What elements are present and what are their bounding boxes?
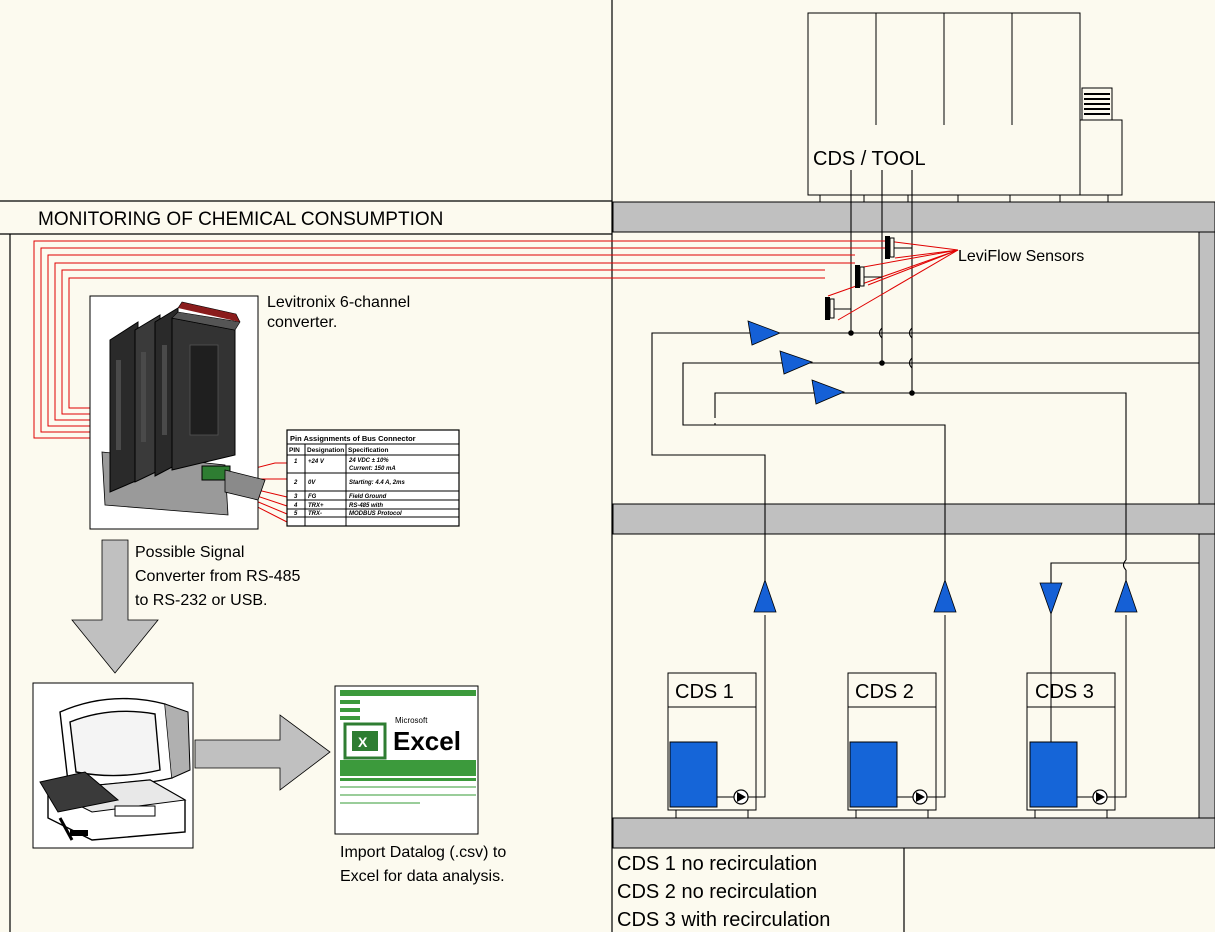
excel-name: Excel — [393, 726, 461, 756]
cds-3-label: CDS 3 — [1035, 681, 1094, 703]
signal-label-line3: to RS-232 or USB. — [135, 592, 268, 609]
excel-brand: Microsoft — [395, 716, 428, 725]
computer-workstation-icon — [32, 682, 194, 849]
pin-table-header: Designation — [307, 447, 344, 454]
piping — [651, 170, 1199, 585]
pin-table-header: Specification — [348, 447, 388, 454]
cds-unit-1 — [667, 615, 766, 818]
recirculation-legend: CDS 1 no recirculation CDS 2 no recircul… — [617, 853, 830, 931]
pin-table-cell: 2 — [293, 480, 298, 486]
pin-table-cell: FG — [308, 494, 317, 500]
flow-direction-arrow — [779, 350, 814, 375]
pin-table-title: Pin Assignments of Bus Connector — [290, 434, 416, 443]
converter-photo — [89, 295, 266, 530]
pin-table-cell: TRX+ — [308, 503, 324, 509]
import-label-line2: Excel for data analysis. — [340, 868, 505, 885]
diagram-title: MONITORING OF CHEMICAL CONSUMPTION — [38, 209, 443, 230]
flow-direction-arrow — [753, 578, 777, 613]
legend-item-1: CDS 1 no recirculation — [617, 853, 817, 875]
flow-sensor-icon — [855, 265, 882, 288]
flow-direction-arrow — [933, 578, 957, 613]
pin-table-cell: 1 — [294, 459, 298, 465]
pin-table-cell: 4 — [293, 503, 298, 509]
flow-direction-arrow — [811, 379, 846, 405]
legend-item-3: CDS 3 with recirculation — [617, 909, 830, 931]
pin-table-cell: 24 VDC ± 10% — [348, 458, 389, 464]
right-arrow — [194, 714, 331, 791]
pump-icon — [733, 789, 749, 805]
down-arrow — [71, 539, 159, 674]
pin-table-cell: TRX- — [308, 511, 322, 517]
pump-icon — [1092, 789, 1108, 805]
pump-icon — [912, 789, 928, 805]
pin-table-cell: 0V — [308, 480, 316, 486]
cds-1-label: CDS 1 — [675, 681, 734, 703]
pin-table-cell: +24 V — [308, 459, 325, 465]
converter-label-line2: converter. — [267, 314, 337, 331]
flow-sensor-icon — [885, 236, 912, 259]
pin-table-cell: Field Ground — [349, 494, 387, 500]
pin-table-cell: 3 — [294, 494, 298, 500]
signal-label-line1: Possible Signal — [135, 544, 244, 561]
pin-table-cell: Current: 150 mA — [349, 466, 396, 472]
excel-logo: X Microsoft Excel — [334, 685, 479, 835]
cds-unit-3 — [1026, 610, 1127, 818]
pin-table-header: PIN — [289, 447, 300, 454]
tool-label: CDS / TOOL — [813, 148, 926, 170]
sensors-label: LeviFlow Sensors — [958, 248, 1084, 265]
signal-label-line2: Converter from RS-485 — [135, 568, 300, 585]
signal-wires — [33, 240, 959, 523]
cds-tool-cabinet — [807, 12, 1123, 202]
pin-table-cell: MODBUS Protocol — [349, 511, 402, 517]
flow-sensor-icon — [825, 297, 851, 320]
svg-text:X: X — [358, 734, 368, 750]
cds-2-label: CDS 2 — [855, 681, 914, 703]
converter-label-line1: Levitronix 6-channel — [267, 294, 410, 311]
flow-direction-arrow — [1114, 578, 1138, 613]
flow-direction-arrow — [747, 320, 782, 346]
pin-table-cell: 5 — [294, 511, 298, 517]
flow-direction-arrow — [1039, 582, 1063, 616]
cds-unit-2 — [847, 615, 946, 818]
pin-table-cell: Starting: 4.4 A, 2ms — [349, 480, 405, 486]
flow-arrows — [747, 320, 1138, 616]
import-label-line1: Import Datalog (.csv) to — [340, 844, 506, 861]
pin-table-cell: RS-485 with — [349, 503, 383, 509]
legend-item-2: CDS 2 no recirculation — [617, 881, 817, 903]
pipe-junctions — [848, 330, 915, 396]
pin-assignment-table: Pin Assignments of Bus Connector PIN Des… — [286, 429, 460, 527]
leviflow-sensors — [825, 236, 912, 320]
